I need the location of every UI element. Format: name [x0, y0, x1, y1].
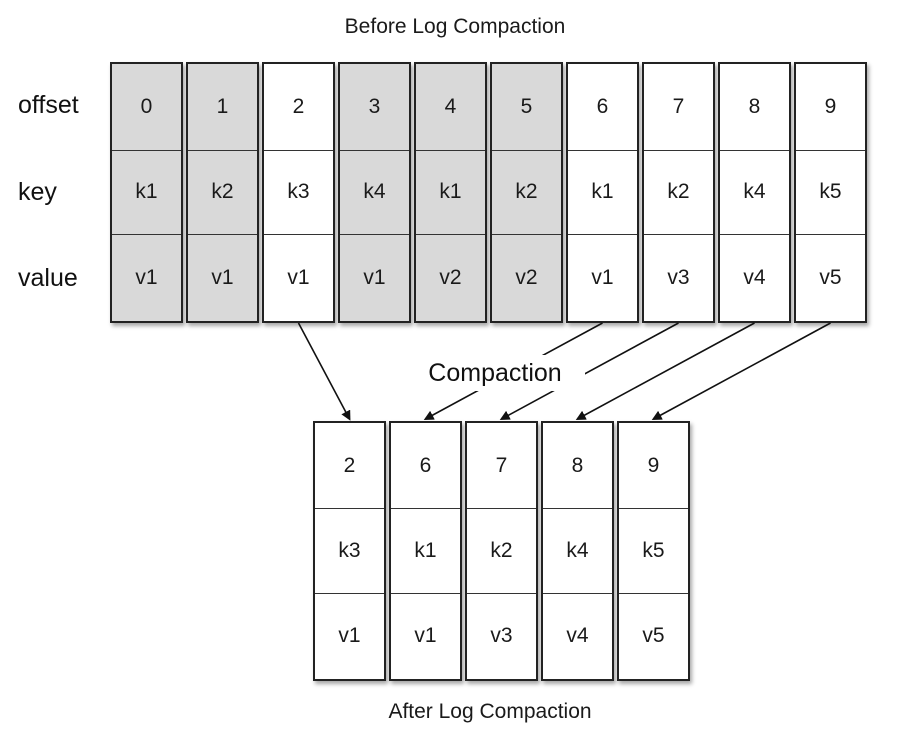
before-offset-cell: 5	[520, 94, 533, 118]
compaction-arrow	[499, 322, 679, 420]
before-key-cell: k1	[568, 149, 637, 236]
before-value-cell: v3	[667, 266, 690, 290]
compaction-label: Compaction	[405, 355, 585, 391]
before-offset-cell: 1	[216, 94, 229, 118]
before-offset-cell: 3	[368, 94, 381, 118]
before-column: 4 k1 v2	[414, 62, 487, 323]
before-key-cell: k3	[264, 149, 333, 236]
after-column: 6 k1 v1	[389, 421, 462, 681]
before-column: 1 k2 v1	[186, 62, 259, 323]
after-value-cell: v3	[490, 624, 513, 648]
before-title: Before Log Compaction	[344, 15, 566, 38]
before-value-cell: v1	[363, 266, 386, 290]
before-offset-cell: 8	[748, 94, 761, 118]
after-value-cell: v5	[642, 624, 665, 648]
after-key-cell: k5	[619, 508, 688, 594]
before-key-cell: k1	[416, 149, 485, 236]
before-key-cell: k1	[112, 149, 181, 236]
after-value-cell: v4	[566, 624, 589, 648]
after-offset-cell: 8	[571, 453, 584, 477]
compaction-arrow	[297, 322, 351, 421]
before-value-cell: v1	[287, 266, 310, 290]
after-key-cell: k2	[467, 508, 536, 594]
before-column: 9 k5 v5	[794, 62, 867, 323]
before-offset-cell: 0	[140, 94, 153, 118]
after-offset-cell: 2	[343, 453, 356, 477]
before-offset-cell: 7	[672, 94, 685, 118]
before-column: 6 k1 v1	[566, 62, 639, 323]
before-column: 0 k1 v1	[110, 62, 183, 323]
after-key-cell: k3	[315, 508, 384, 594]
compaction-arrow	[575, 322, 755, 420]
after-offset-cell: 7	[495, 453, 508, 477]
after-column: 7 k2 v3	[465, 421, 538, 681]
after-column: 8 k4 v4	[541, 421, 614, 681]
before-key-cell: k2	[644, 149, 713, 236]
after-value-cell: v1	[338, 624, 361, 648]
before-offset-cell: 4	[444, 94, 457, 118]
before-key-cell: k4	[340, 149, 409, 236]
after-offset-cell: 9	[647, 453, 660, 477]
row-label-value: value	[18, 264, 78, 292]
before-key-cell: k5	[796, 149, 865, 236]
before-column: 8 k4 v4	[718, 62, 791, 323]
before-key-cell: k2	[492, 149, 561, 236]
after-key-cell: k4	[543, 508, 612, 594]
before-key-cell: k2	[188, 149, 257, 236]
after-offset-cell: 6	[419, 453, 432, 477]
before-column: 7 k2 v3	[642, 62, 715, 323]
before-value-cell: v1	[211, 266, 234, 290]
before-value-cell: v2	[515, 266, 538, 290]
before-value-cell: v1	[135, 266, 158, 290]
before-value-cell: v4	[743, 266, 766, 290]
before-column: 5 k2 v2	[490, 62, 563, 323]
row-label-key: key	[18, 178, 57, 206]
compaction-arrow	[651, 322, 831, 420]
after-column: 2 k3 v1	[313, 421, 386, 681]
after-column: 9 k5 v5	[617, 421, 690, 681]
row-label-offset: offset	[18, 91, 79, 119]
after-key-cell: k1	[391, 508, 460, 594]
before-key-cell: k4	[720, 149, 789, 236]
before-value-cell: v1	[591, 266, 614, 290]
after-title: After Log Compaction	[388, 700, 592, 723]
before-column: 2 k3 v1	[262, 62, 335, 323]
before-value-cell: v5	[819, 266, 842, 290]
after-value-cell: v1	[414, 624, 437, 648]
before-offset-cell: 6	[596, 94, 609, 118]
before-column: 3 k4 v1	[338, 62, 411, 323]
before-offset-cell: 9	[824, 94, 837, 118]
before-value-cell: v2	[439, 266, 462, 290]
before-offset-cell: 2	[292, 94, 305, 118]
